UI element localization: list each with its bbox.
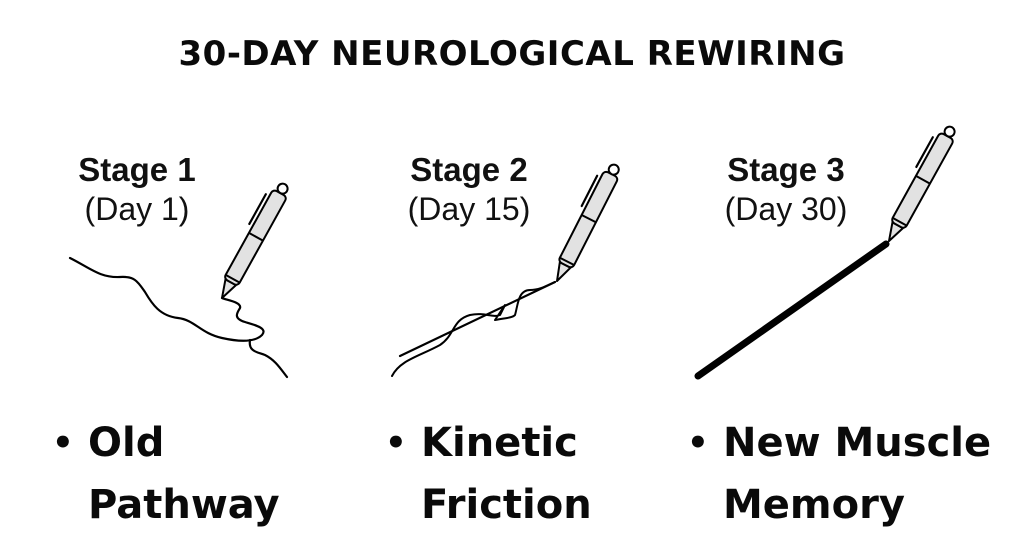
diagram-title: 30-DAY NEUROLOGICAL REWIRING xyxy=(178,34,846,74)
bullet-icon: • xyxy=(687,423,709,463)
stage-3-day: (Day 30) xyxy=(724,191,848,227)
bullet-icon: • xyxy=(52,423,74,463)
stage-2-name: Stage 2 xyxy=(410,151,528,188)
pen-icon xyxy=(210,177,294,303)
stage-1-stroke xyxy=(68,256,265,342)
stage-3-label-line2: Memory xyxy=(723,482,905,528)
stage-1-label-line1: Old xyxy=(88,420,165,466)
pen-icon xyxy=(877,120,961,246)
stage-2-label: • Kinetic Friction xyxy=(385,412,592,536)
stage-3-label-line1: New Muscle xyxy=(723,420,992,466)
stage-2-label-line1: Kinetic xyxy=(421,420,578,466)
stage-1-name: Stage 1 xyxy=(78,151,196,188)
stage-3-label: • New Muscle Memory xyxy=(687,412,992,536)
stage-2-stroke xyxy=(398,280,557,358)
bullet-icon: • xyxy=(385,423,407,463)
stage-3-header: Stage 3 (Day 30) xyxy=(676,151,896,229)
stage-2-day: (Day 15) xyxy=(407,191,531,227)
stage-1-label: • Old Pathway xyxy=(52,412,280,536)
stage-2-label-line2: Friction xyxy=(421,482,592,528)
stage-3-name: Stage 3 xyxy=(727,151,845,188)
stage-1-header: Stage 1 (Day 1) xyxy=(27,151,247,229)
pen-icon xyxy=(545,158,625,286)
stage-1-label-line2: Pathway xyxy=(88,482,280,528)
stage-2-header: Stage 2 (Day 15) xyxy=(359,151,579,229)
stage-3-stroke xyxy=(694,240,890,380)
stage-1-day: (Day 1) xyxy=(84,191,190,227)
